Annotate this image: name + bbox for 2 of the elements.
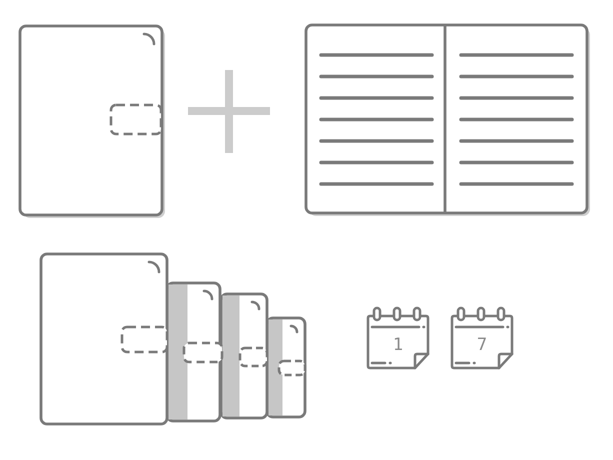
day-number: 1 <box>392 335 404 355</box>
day-number: 7 <box>476 335 488 355</box>
